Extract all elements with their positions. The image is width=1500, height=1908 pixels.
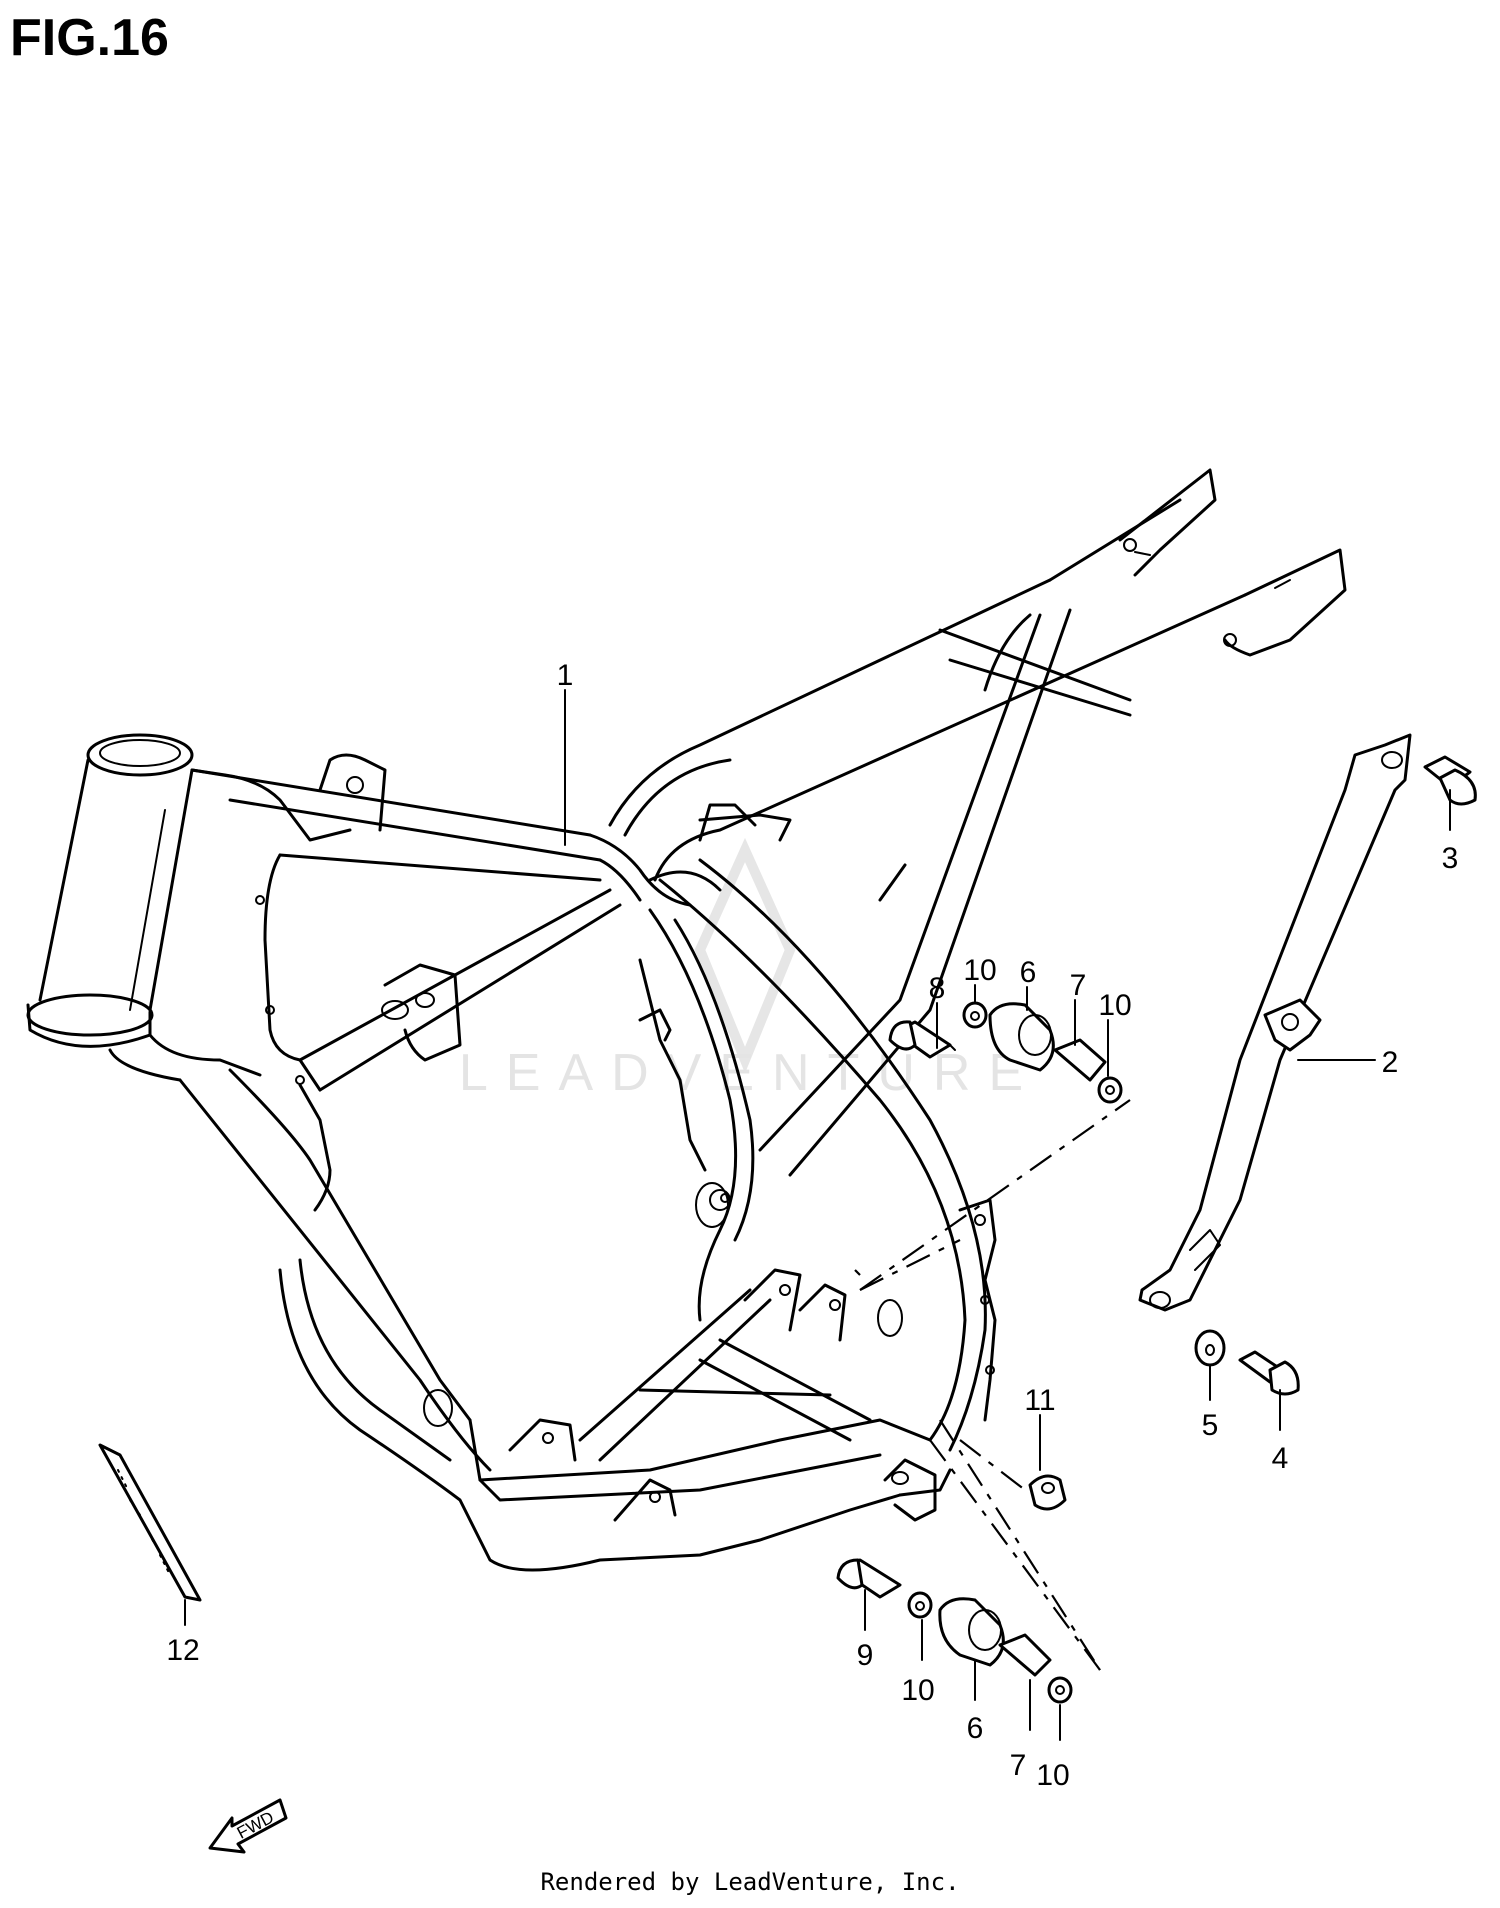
callout-11: 11 [1024, 1384, 1055, 1417]
lower-mount-hardware [836, 1558, 1073, 1704]
footer-credit: Rendered by LeadVenture, Inc. [540, 1868, 960, 1896]
watermark-text: LEADVENTURE [459, 1044, 1041, 1102]
callout-5: 5 [1202, 1409, 1219, 1442]
callout-10-a: 10 [963, 954, 996, 987]
part-4-bolt [1238, 1350, 1300, 1396]
part-12-label [98, 1443, 202, 1602]
callout-10-b: 10 [1098, 989, 1131, 1022]
fwd-arrow-icon: FWD [208, 1798, 288, 1854]
callout-6-lower: 6 [967, 1712, 984, 1745]
part-2-rear-brace [1138, 733, 1412, 1312]
callout-9: 9 [857, 1639, 874, 1672]
callout-10-c: 10 [901, 1674, 934, 1707]
frame-assembly [26, 468, 1347, 1572]
callout-8: 8 [929, 972, 946, 1005]
callout-1: 1 [557, 659, 574, 692]
callout-10-d: 10 [1036, 1759, 1069, 1792]
callout-3: 3 [1442, 842, 1459, 875]
callout-7-lower: 7 [1010, 1749, 1027, 1782]
callout-2: 2 [1382, 1046, 1399, 1079]
part-5-washer [1194, 1329, 1226, 1367]
part-11-nut [1028, 1474, 1067, 1511]
callouts: 1 2 3 4 5 6 6 7 7 8 9 10 10 10 10 11 12 [166, 659, 1458, 1792]
assembly-lines [854, 1099, 1131, 1671]
figure-title: FIG.16 [10, 9, 169, 67]
part-3-bolt [1423, 755, 1477, 806]
callout-12: 12 [166, 1634, 199, 1667]
callout-7-upper: 7 [1070, 969, 1087, 1002]
callout-4: 4 [1272, 1442, 1289, 1475]
callout-6-upper: 6 [1020, 956, 1037, 989]
leadventure-watermark: LEADVENTURE [459, 837, 1041, 1102]
leader-lines [184, 689, 1451, 1741]
